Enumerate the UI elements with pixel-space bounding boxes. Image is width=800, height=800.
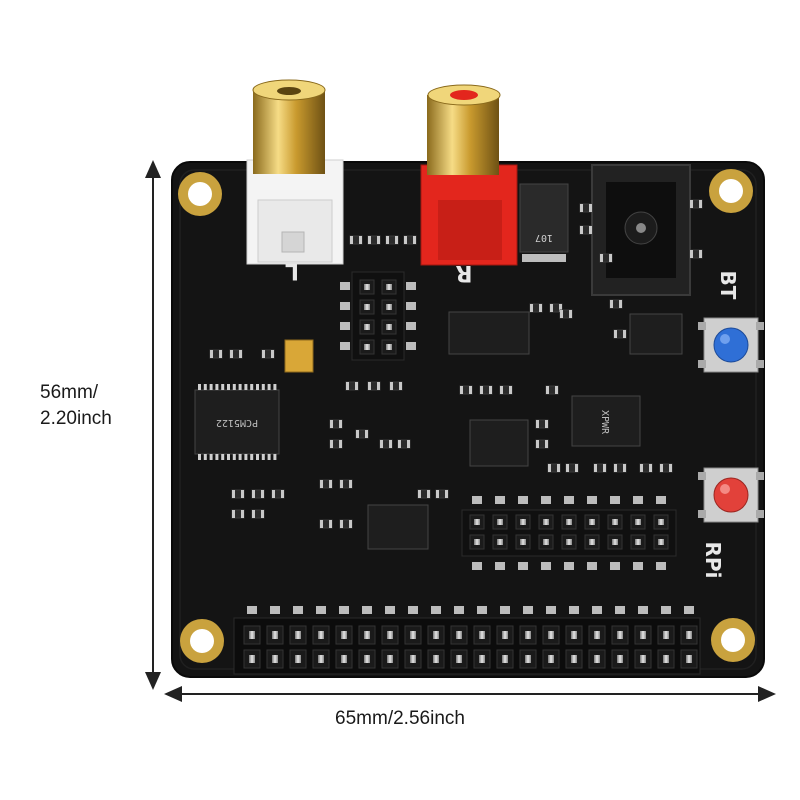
silk-label-bt: BT (716, 271, 740, 300)
power-chip-label: XPWR (599, 410, 610, 435)
dc-power-jack (591, 164, 691, 296)
regulator-chip: 107 (519, 183, 569, 262)
silk-label-left: L (285, 258, 299, 283)
qfn-chip (469, 419, 529, 467)
gpio-header (233, 606, 701, 675)
opamp-chip-2 (629, 313, 683, 355)
rca-left-connector (246, 79, 344, 265)
opamp-chip (448, 311, 530, 355)
width-dimension-label: 65mm/2.56inch (335, 708, 465, 729)
small-pin-header (340, 271, 416, 361)
logic-chip (367, 504, 429, 550)
bt-button[interactable] (698, 317, 764, 373)
silk-label-right: R (455, 260, 472, 285)
rca-right-connector (420, 84, 518, 266)
smd-components (209, 199, 703, 529)
dac-chip-label: PCM5122 (216, 417, 258, 428)
tantalum-capacitor (284, 339, 314, 373)
auxiliary-pin-header (461, 496, 677, 570)
height-dimension-line2: 2.20inch (40, 408, 112, 429)
height-dimension-line1: 56mm/ (40, 382, 99, 403)
power-chip: XPWR (571, 395, 641, 447)
reset-button[interactable] (698, 467, 764, 523)
svg-text:107: 107 (535, 232, 553, 243)
dac-chip: PCM5122 (194, 384, 280, 460)
height-dimension-label: 56mm/ 2.20inch (40, 380, 160, 432)
mounting-holes (178, 169, 755, 663)
silk-label-rpi: RPi (701, 542, 725, 579)
